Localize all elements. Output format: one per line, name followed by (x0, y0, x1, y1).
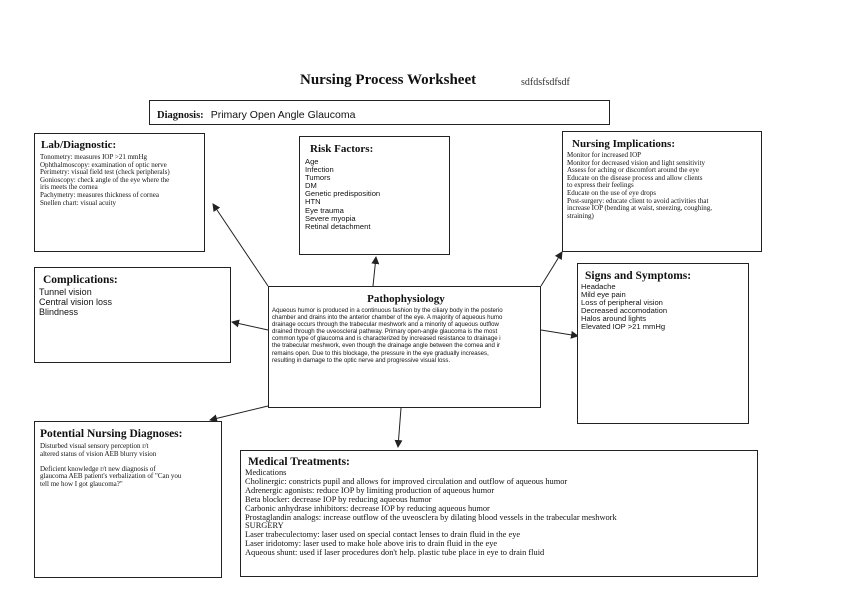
treatments-item: SURGERY (245, 521, 284, 531)
patho-text: Aqueous humor is produced in a continuou… (272, 307, 540, 364)
implications-item: Monitor for decreased vision and light s… (567, 158, 706, 167)
risk-item: Age (305, 157, 319, 166)
treatments-heading: Medical Treatments: (248, 456, 350, 468)
implications-item: to express their feelings (567, 181, 634, 190)
lab-list: Tonometry: measures IOP >21 mmHg Ophthal… (40, 153, 204, 207)
lab-item: Tonometry: measures IOP >21 mmHg (40, 153, 148, 161)
signs-item: Elevated IOP >21 mmHg (581, 322, 666, 332)
patho-line: common type of glaucoma and is character… (272, 335, 501, 343)
signs-symptoms-box: Signs and Symptoms: Headache Mild eye pa… (577, 263, 749, 424)
risk-item: HTN (305, 197, 321, 207)
arrow-to-signs (540, 329, 579, 339)
potential-item: tell me how I got glaucoma?" (40, 479, 123, 488)
signs-item: Mild eye pain (581, 290, 626, 300)
lab-item: Ophthalmoscopy: examination of optic ner… (40, 160, 167, 169)
risk-item: Infection (305, 165, 334, 175)
diagnosis-value: Primary Open Angle Glaucoma (210, 109, 356, 121)
treatments-item: Aqueous shunt: used if laser procedures … (245, 548, 545, 558)
arrow-to-complications (231, 319, 269, 331)
patho-heading: Pathophysiology (367, 293, 445, 305)
risk-list: Age Infection Tumors DM Genetic predispo… (305, 157, 449, 231)
treatments-item: Laser trabeculectomy: laser used on spec… (245, 530, 521, 540)
lab-diagnostic-box: Lab/Diagnostic: Tonometry: measures IOP … (34, 133, 205, 252)
complications-list: Tunnel vision Central vision loss Blindn… (39, 287, 230, 317)
signs-item: Decreased accomodation (581, 306, 668, 316)
implications-item: Monitor for increased IOP (567, 151, 642, 159)
implications-item: increase IOP (bending at waist, sneezing… (567, 204, 712, 213)
lab-item: Gonioscopy: check angle of the eye where… (40, 175, 170, 184)
treatments-item: Cholinergic: constricts pupil and allows… (245, 476, 568, 486)
signs-item: Loss of peripheral vision (581, 298, 663, 308)
risk-heading: Risk Factors: (310, 143, 374, 155)
risk-item: Tumors (305, 173, 331, 183)
risk-item: DM (305, 181, 317, 191)
complications-heading: Complications: (43, 274, 118, 286)
potential-item: Deficient knowledge r/t new diagnosis of (40, 464, 156, 473)
risk-item: Eye trauma (305, 205, 344, 215)
implications-item: Assess for aching or discomfort around t… (567, 166, 699, 175)
implications-item: Educate on the disease process and allow… (567, 173, 703, 182)
potential-item: altered status of vision AEB blurry visi… (40, 449, 157, 458)
arrow-to-risk (371, 256, 380, 287)
potential-heading: Potential Nursing Diagnoses: (40, 428, 183, 440)
potential-list: Disturbed visual sensory perception r/t … (40, 442, 221, 489)
medical-treatments-box: Medical Treatments: Medications Choliner… (240, 450, 758, 577)
potential-item: glaucoma AEB patient's verbalization of … (40, 472, 182, 481)
nursing-implications-box: Nursing Implications: Monitor for increa… (562, 131, 762, 252)
lab-item: iris meets the cornea (40, 183, 98, 192)
signs-item: Headache (581, 282, 616, 291)
signs-item: Halos around lights (581, 314, 647, 324)
implications-item: Post-surgery: educate client to avoid ac… (567, 196, 709, 205)
page-title: Nursing Process Worksheet (300, 72, 477, 88)
patho-line: the trabecular meshwork, even though the… (272, 342, 500, 350)
arrow-to-potential (209, 405, 269, 423)
treatments-item: Carbonic anhydrase inhibitors: decrease … (245, 503, 490, 513)
signs-list: Headache Mild eye pain Loss of periphera… (581, 282, 748, 332)
complications-item: Central vision loss (39, 297, 113, 307)
treatments-item: Prostaglandin analogs: increase outflow … (245, 512, 617, 522)
complications-item: Tunnel vision (39, 287, 92, 297)
patho-line: resulting in damage to the optic nerve a… (272, 356, 451, 364)
lab-item: Snellen chart: visual acuity (40, 198, 117, 207)
implications-heading: Nursing Implications: (572, 138, 675, 150)
diagnosis-box: Diagnosis: Primary Open Angle Glaucoma (149, 100, 610, 125)
treatments-item: Adrenergic agonists: reduce IOP by limit… (245, 485, 495, 495)
implications-list: Monitor for increased IOP Monitor for de… (567, 151, 761, 220)
lab-item: Perimetry: visual field test (check peri… (40, 168, 170, 177)
potential-diagnoses-box: Potential Nursing Diagnoses: Disturbed v… (34, 421, 222, 578)
patho-line: drained through the uveoscleral pathway.… (272, 328, 498, 336)
implications-item: Educate on the use of eye drops (567, 188, 657, 197)
signs-heading: Signs and Symptoms: (585, 270, 692, 282)
arrow-to-implications (540, 251, 563, 287)
patho-line: Aqueous humor is produced in a continuou… (272, 307, 503, 314)
potential-item: Disturbed visual sensory perception r/t (40, 442, 149, 450)
implications-item: straining) (567, 211, 594, 220)
pathophysiology-box: Pathophysiology Aqueous humor is produce… (268, 286, 541, 408)
patho-line: remains open. Due to this blockage, the … (272, 349, 489, 357)
treatments-item: Laser iridotomy: laser used to make hole… (245, 539, 498, 549)
diagnosis-label: Diagnosis: (157, 110, 204, 121)
complications-box: Complications: Tunnel vision Central vis… (34, 267, 231, 363)
risk-item: Retinal detachment (305, 221, 371, 231)
patho-line: chamber and drains into the anterior cha… (272, 314, 503, 322)
treatments-list: Medications Cholinergic: constricts pupi… (245, 468, 757, 558)
treatments-item: Beta blocker: decrease IOP by reducing a… (245, 494, 432, 504)
complications-item: Blindness (39, 307, 79, 317)
risk-factors-box: Risk Factors: Age Infection Tumors DM Ge… (299, 136, 450, 255)
risk-item: Severe myopia (305, 213, 356, 223)
header-scribble: sdfdsfsdfsdf (521, 77, 570, 88)
risk-item: Genetic predisposition (305, 189, 381, 199)
treatments-item: Medications (245, 468, 287, 477)
lab-item: Pachymetry: measures thickness of cornea (40, 190, 159, 199)
lab-heading: Lab/Diagnostic: (41, 139, 117, 151)
arrow-to-treatments (394, 407, 403, 448)
patho-line: drainage occurs through the trabecular m… (272, 321, 499, 329)
